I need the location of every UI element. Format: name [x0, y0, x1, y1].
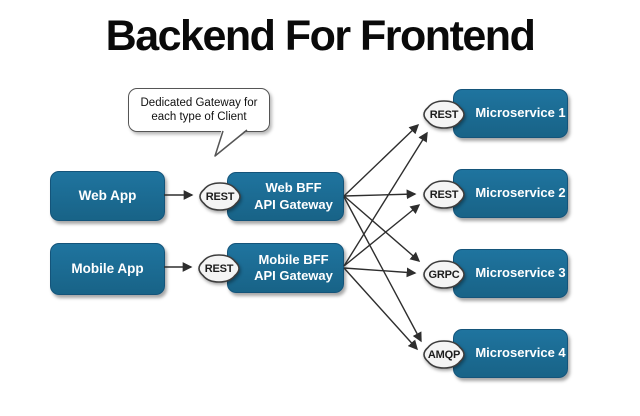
badge-web-gateway-rest-label: REST: [205, 190, 235, 203]
callout-line-2: each type of Client: [151, 111, 247, 123]
badge-ms4-amqp: AMQP: [422, 338, 466, 371]
node-microservice-3-label: Microservice 3: [475, 265, 566, 281]
node-microservice-1-label: Microservice 1: [475, 105, 566, 121]
protocol-badge-icon: [198, 254, 240, 283]
page-title: Backend For Frontend: [105, 12, 536, 60]
badge-ms4-amqp-label: AMQP: [427, 348, 461, 361]
node-web-bff-line2: API Gateway: [254, 196, 333, 212]
arrow-mobilebff-to-ms1: [343, 131, 428, 267]
protocol-badge-icon: [423, 260, 465, 289]
node-microservice-2-label: Microservice 2: [475, 185, 566, 201]
arrow-mobilebff-to-ms3: [343, 267, 417, 278]
node-web-bff-line1: Web BFF: [265, 180, 322, 196]
node-microservice-2: Microservice 2: [453, 169, 568, 218]
badge-mobile-gateway-rest: REST: [197, 252, 241, 285]
callout-line-1: Dedicated Gateway for: [140, 97, 258, 109]
arrow-mobilebff-to-ms4: [343, 267, 418, 351]
protocol-badge-icon: [423, 340, 465, 369]
badge-ms1-rest: REST: [422, 98, 466, 131]
node-microservice-3: Microservice 3: [453, 249, 568, 298]
node-web-bff-gateway: Web BFF API Gateway: [227, 172, 344, 221]
badge-mobile-gateway-rest-label: REST: [204, 262, 234, 275]
node-microservice-4-label: Microservice 4: [475, 345, 566, 361]
badge-ms1-rest-label: REST: [429, 108, 459, 121]
arrow-webbff-to-ms2: [343, 189, 417, 200]
node-web-app-label: Web App: [78, 187, 137, 203]
node-mobile-bff-line2: API Gateway: [254, 268, 333, 283]
node-web-bff-label: Web BFF API Gateway: [254, 180, 333, 213]
node-mobile-app: Mobile App: [50, 243, 165, 295]
badge-ms2-rest: REST: [422, 178, 466, 211]
node-mobile-bff-gateway: Mobile BFF API Gateway: [227, 243, 344, 293]
callout-bubble: Dedicated Gateway for each type of Clien…: [128, 88, 270, 132]
node-mobile-app-label: Mobile App: [71, 260, 144, 276]
arrow-webbff-to-ms3: [343, 195, 421, 262]
arrow-mobilebff-to-ms2: [343, 204, 421, 267]
protocol-badge-icon: [423, 100, 465, 129]
badge-ms2-rest-label: REST: [429, 188, 459, 201]
arrow-webbff-to-ms1: [343, 123, 420, 197]
node-microservice-1: Microservice 1: [453, 89, 568, 138]
badge-web-gateway-rest: REST: [198, 180, 242, 213]
node-web-app: Web App: [50, 171, 165, 221]
node-microservice-4: Microservice 4: [453, 329, 568, 378]
callout-tail-fill: [215, 128, 248, 156]
badge-ms3-grpc-label: GRPC: [428, 268, 460, 281]
protocol-badge-icon: [199, 182, 241, 211]
node-mobile-bff-line1: Mobile BFF: [258, 251, 329, 267]
badge-ms3-grpc: GRPC: [422, 258, 466, 291]
callout-tail-outline: [214, 129, 248, 157]
node-mobile-bff-label: Mobile BFF API Gateway: [254, 252, 333, 285]
arrow-webbff-to-ms4: [343, 196, 422, 343]
